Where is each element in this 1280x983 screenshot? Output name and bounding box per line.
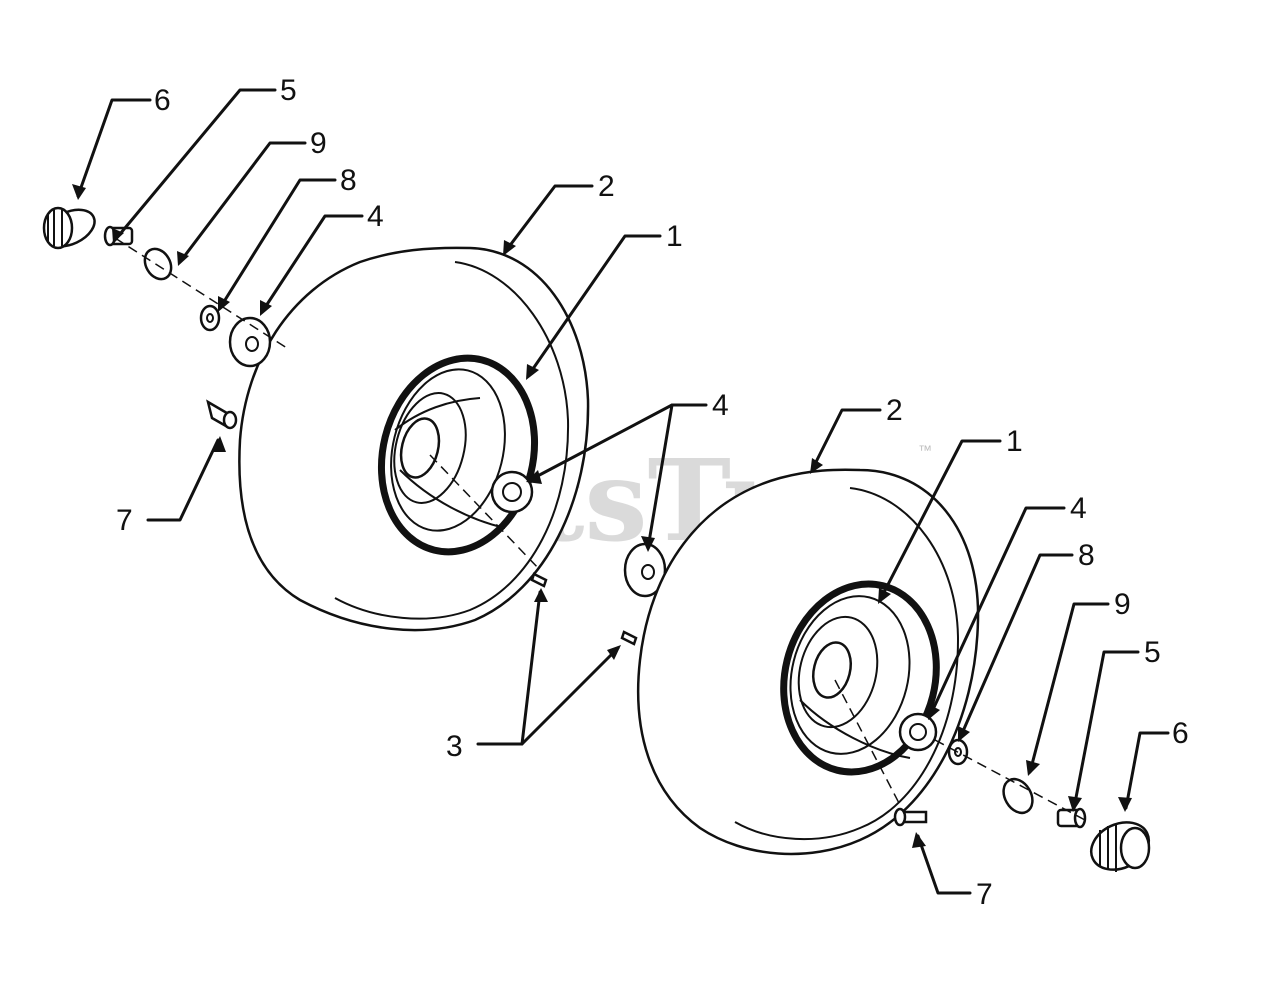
callout-left-valve-stem: 7 [116, 504, 133, 537]
callout-left-washer: 9 [310, 127, 327, 160]
callout-leaders [76, 88, 1170, 895]
right-rim [780, 580, 940, 776]
callout-right-small-washer: 8 [1078, 539, 1095, 572]
callout-right-valve-stem: 7 [976, 878, 993, 911]
left-bearing [228, 316, 272, 368]
callout-left-bearing: 4 [367, 200, 384, 233]
callout-left-bolt: 5 [280, 74, 297, 107]
callout-right-hub-cap: 6 [1172, 717, 1189, 750]
callout-right-rim: 1 [1006, 425, 1023, 458]
left-rim [377, 354, 539, 556]
callout-right-tire: 2 [886, 394, 903, 427]
grease-fitting-lower [620, 630, 638, 646]
left-hub-cap [42, 206, 96, 250]
callout-right-bearing: 4 [1070, 492, 1087, 525]
callout-right-bolt: 5 [1144, 636, 1161, 669]
arrowheads [72, 184, 1132, 848]
callout-labels: 6 5 9 8 4 7 2 1 4 3 2 1 4 8 9 5 6 7 [116, 74, 1189, 911]
callout-right-washer: 9 [1114, 588, 1131, 621]
watermark-tm: ™ [918, 442, 932, 458]
right-valve-stem [893, 807, 928, 827]
grease-fitting-upper [530, 572, 548, 588]
right-hub-cap [1090, 821, 1151, 872]
callout-left-hub-cap: 6 [154, 84, 171, 117]
right-wheel [636, 468, 980, 856]
right-washer [1002, 777, 1034, 815]
left-small-washer [199, 304, 221, 332]
callout-fitting: 3 [446, 730, 463, 763]
right-bolt [1056, 807, 1087, 829]
left-valve-stem [206, 399, 238, 430]
callout-left-tire: 2 [598, 170, 615, 203]
left-washer [143, 247, 173, 281]
left-wheel [238, 246, 590, 632]
callout-left-rim: 1 [666, 220, 683, 253]
callout-center-bearing: 4 [712, 389, 729, 422]
callout-left-small-washer: 8 [340, 164, 357, 197]
